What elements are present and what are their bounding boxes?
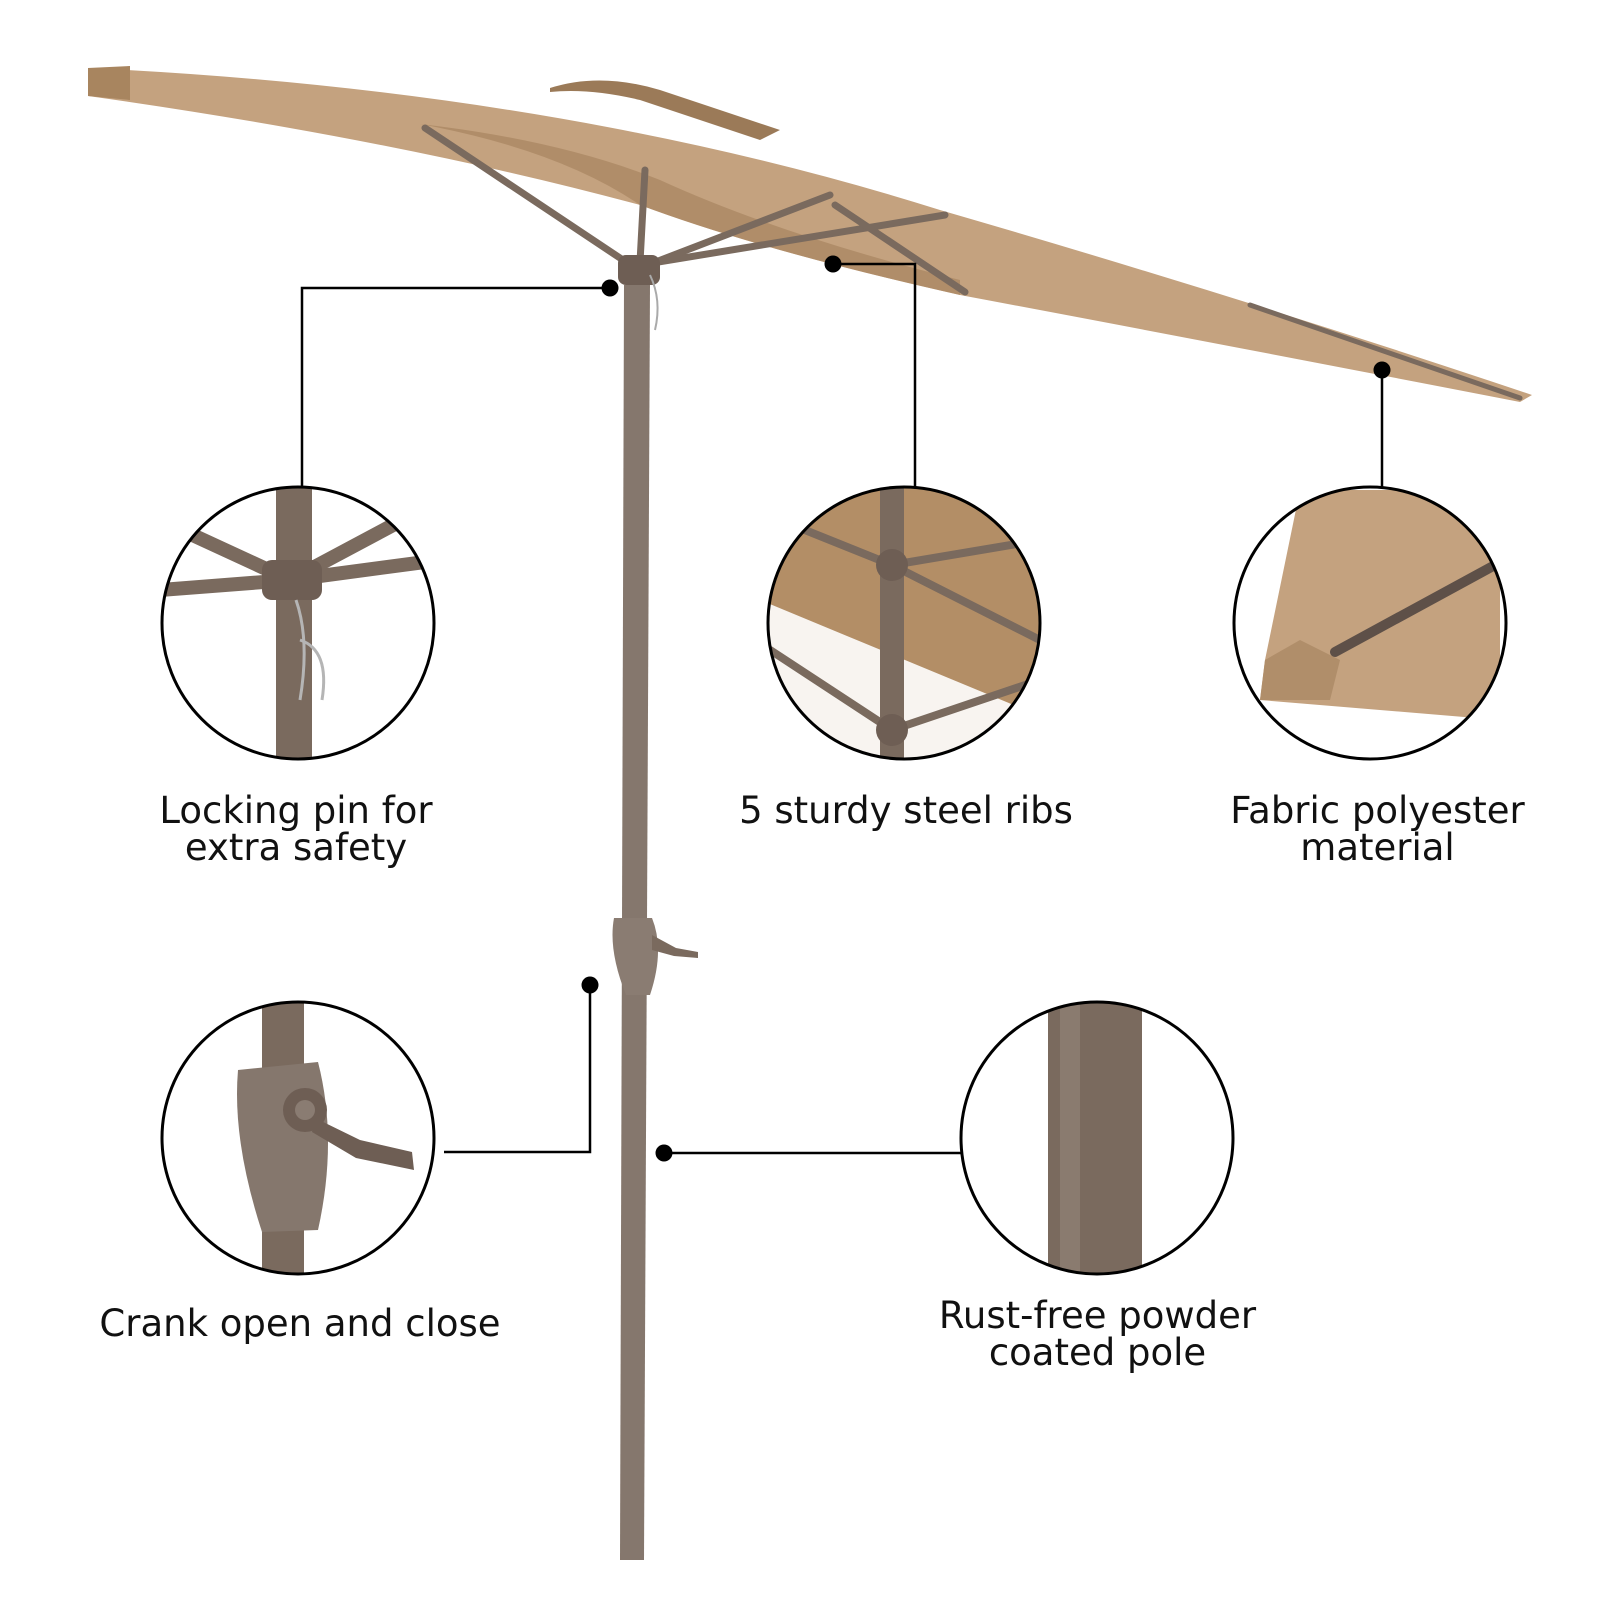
crank-housing (612, 918, 659, 995)
leader-dots (581, 255, 1391, 1162)
label-crank: Crank open and close (99, 1302, 501, 1345)
label-locking-pin: Locking pin for extra safety (159, 789, 433, 869)
detail-steel-ribs (766, 485, 1042, 761)
crank-handle (652, 935, 698, 958)
detail-pole (959, 1000, 1235, 1276)
label-pole: Rust-free powder coated pole (938, 1294, 1257, 1374)
detail-crank (160, 1000, 436, 1276)
detail-fabric (1232, 485, 1508, 761)
label-fabric: Fabric polyester material (1230, 789, 1525, 869)
canopy-top-fold (550, 80, 780, 140)
canopy-shade (420, 124, 960, 295)
hub (618, 255, 660, 285)
canopy-edge (88, 66, 130, 100)
canopy-ribs (421, 124, 1523, 401)
leader-lines (300, 262, 1384, 1155)
label-steel-ribs: 5 sturdy steel ribs (739, 789, 1073, 832)
detail-locking-pin (160, 485, 436, 761)
pin-chain (649, 274, 659, 331)
umbrella-image (88, 66, 1532, 1560)
